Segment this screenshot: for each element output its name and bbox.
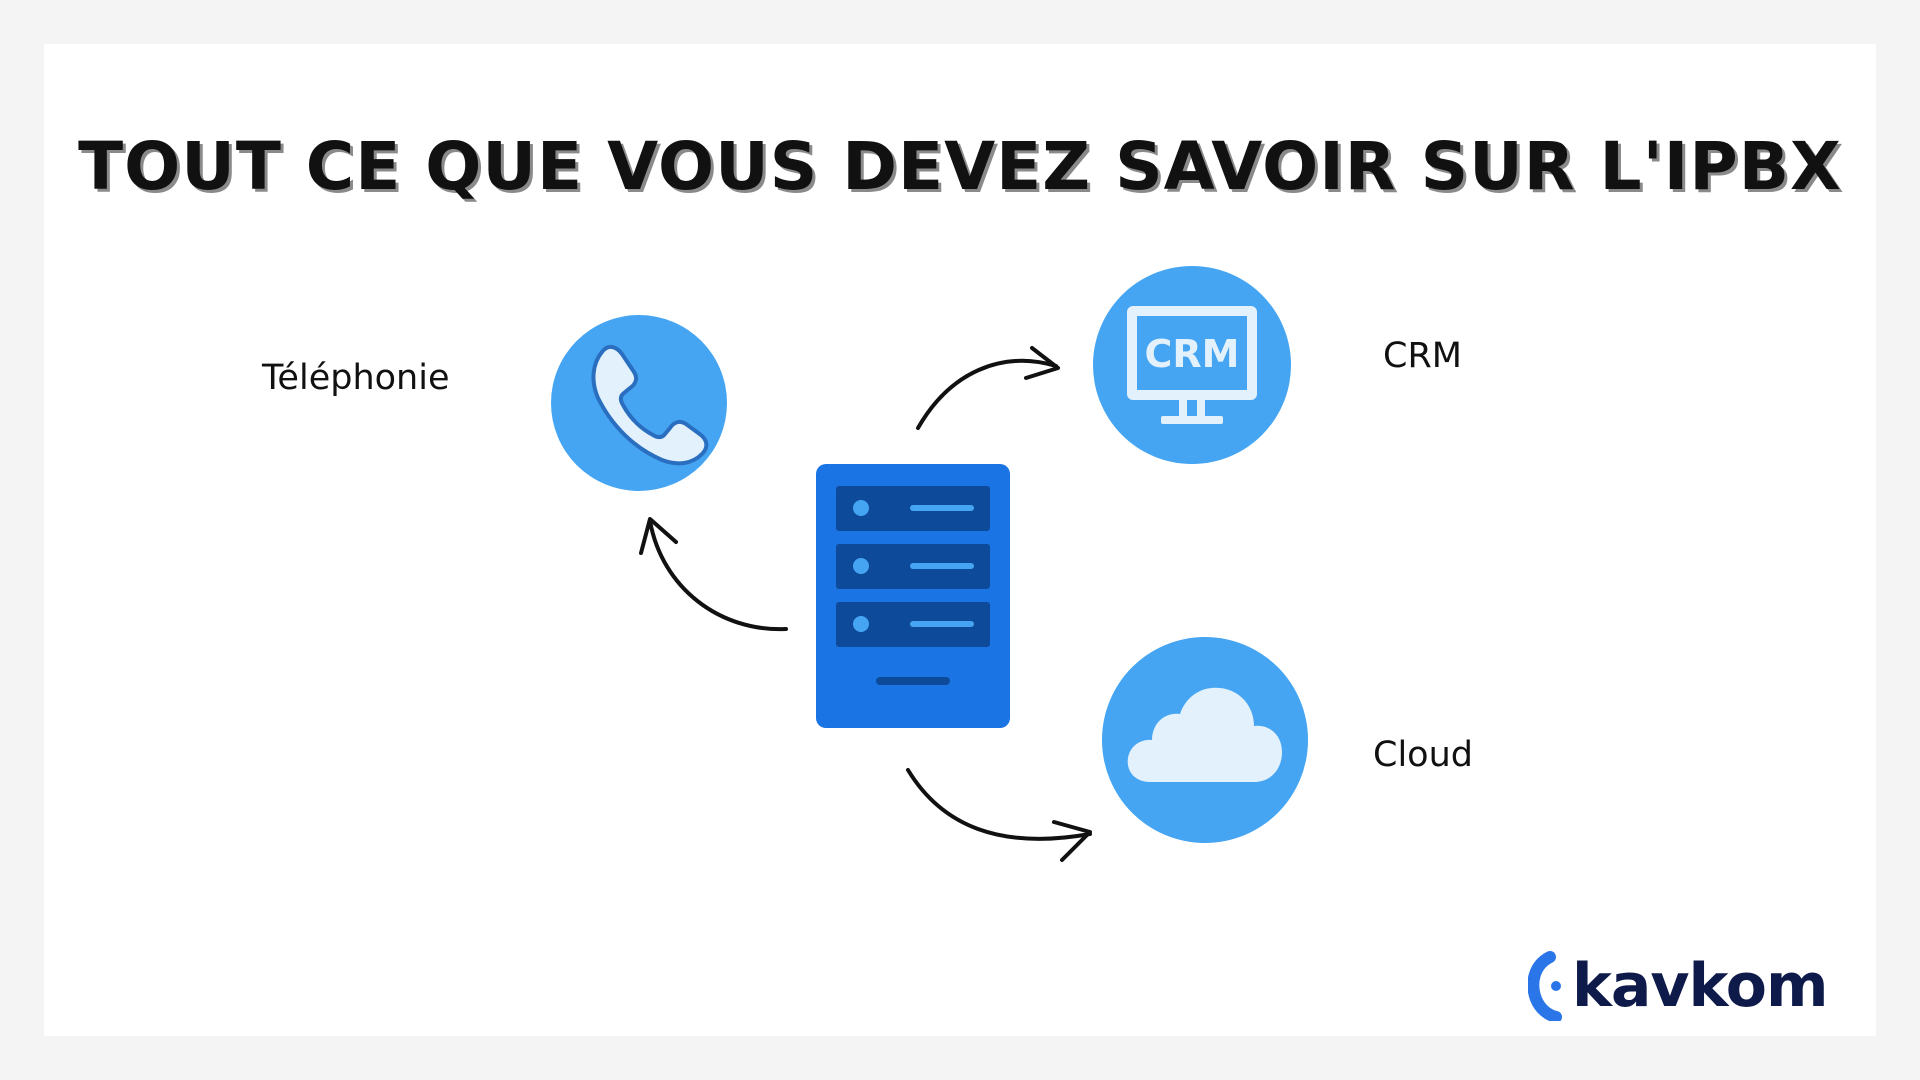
kavkom-logo: kavkom — [1528, 948, 1858, 1024]
arrow-to-cloud — [906, 768, 1092, 841]
server-icon — [816, 464, 1010, 728]
crm-screen-text: CRM — [1144, 332, 1240, 376]
crm-monitor-icon — [1093, 264, 1291, 466]
arrow-head-cloud — [1052, 820, 1092, 862]
arrow-head-crm — [1024, 346, 1060, 380]
phone-icon — [550, 314, 728, 492]
cloud-icon — [1102, 636, 1308, 844]
arrow-to-telephony — [648, 519, 788, 632]
page-title: TOUT CE QUE VOUS DEVEZ SAVOIR SUR L'IPBX — [78, 128, 1842, 205]
logo-text: kavkom — [1572, 951, 1829, 1021]
kavkom-logo-icon — [1528, 951, 1562, 1021]
crm-label: CRM — [1383, 336, 1462, 376]
arrow-head-telephony — [639, 517, 678, 555]
cloud-label: Cloud — [1373, 735, 1473, 775]
telephony-label: Téléphonie — [262, 358, 450, 398]
arrow-to-crm — [916, 358, 1058, 430]
